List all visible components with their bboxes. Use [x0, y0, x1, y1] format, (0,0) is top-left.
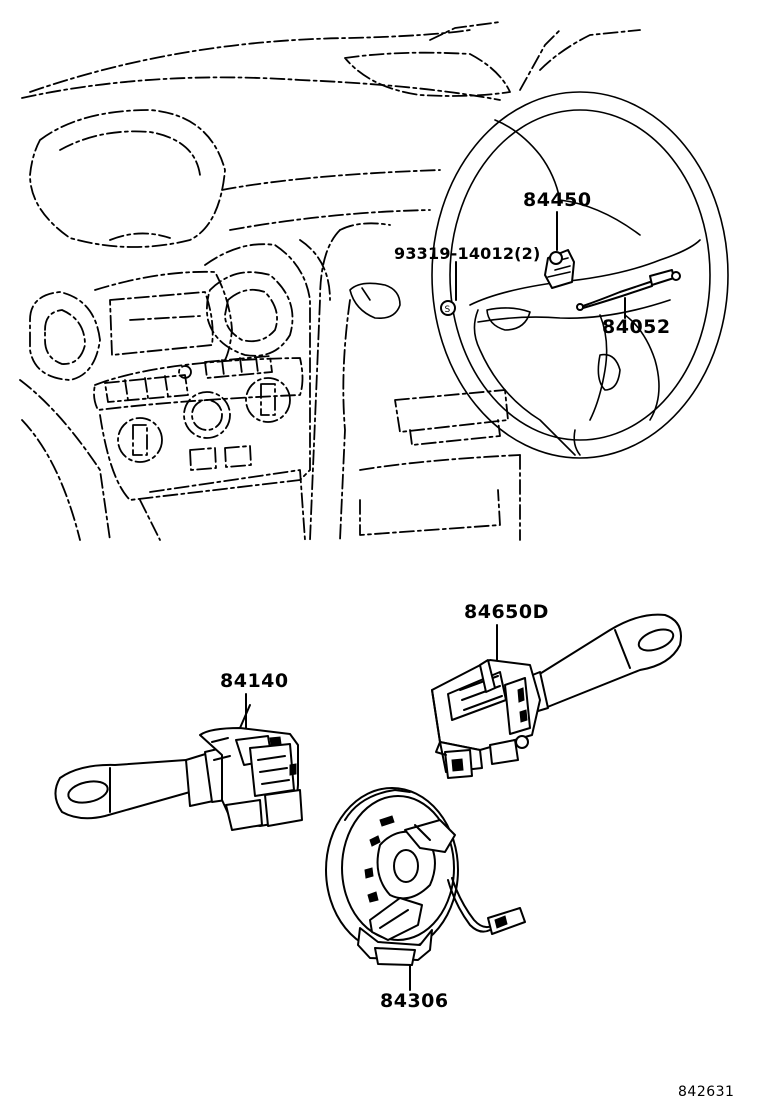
- label-wire-harness: 84052: [602, 316, 671, 338]
- screw-mark: S: [445, 305, 451, 315]
- spiral-cable-part: [325, 787, 526, 966]
- diagram-reference-number: 842631: [678, 1084, 735, 1100]
- horn-contact-part: [544, 249, 575, 289]
- wire-harness-part: [576, 269, 681, 311]
- wiper-switch-part: [431, 613, 682, 779]
- label-spiral-cable: 84306: [380, 990, 449, 1012]
- label-screw: 93319-14012(2): [394, 244, 541, 263]
- turn-signal-switch-part: [54, 704, 303, 831]
- label-turn-signal-switch: 84140: [220, 670, 289, 692]
- label-horn-part: 84450: [523, 189, 592, 211]
- leader-lines: [245, 211, 626, 991]
- dashboard-illustration: [19, 21, 641, 541]
- screw-icon: [440, 300, 456, 316]
- label-wiper-switch: 84650D: [464, 601, 549, 623]
- steering-wheel-illustration: [349, 91, 729, 459]
